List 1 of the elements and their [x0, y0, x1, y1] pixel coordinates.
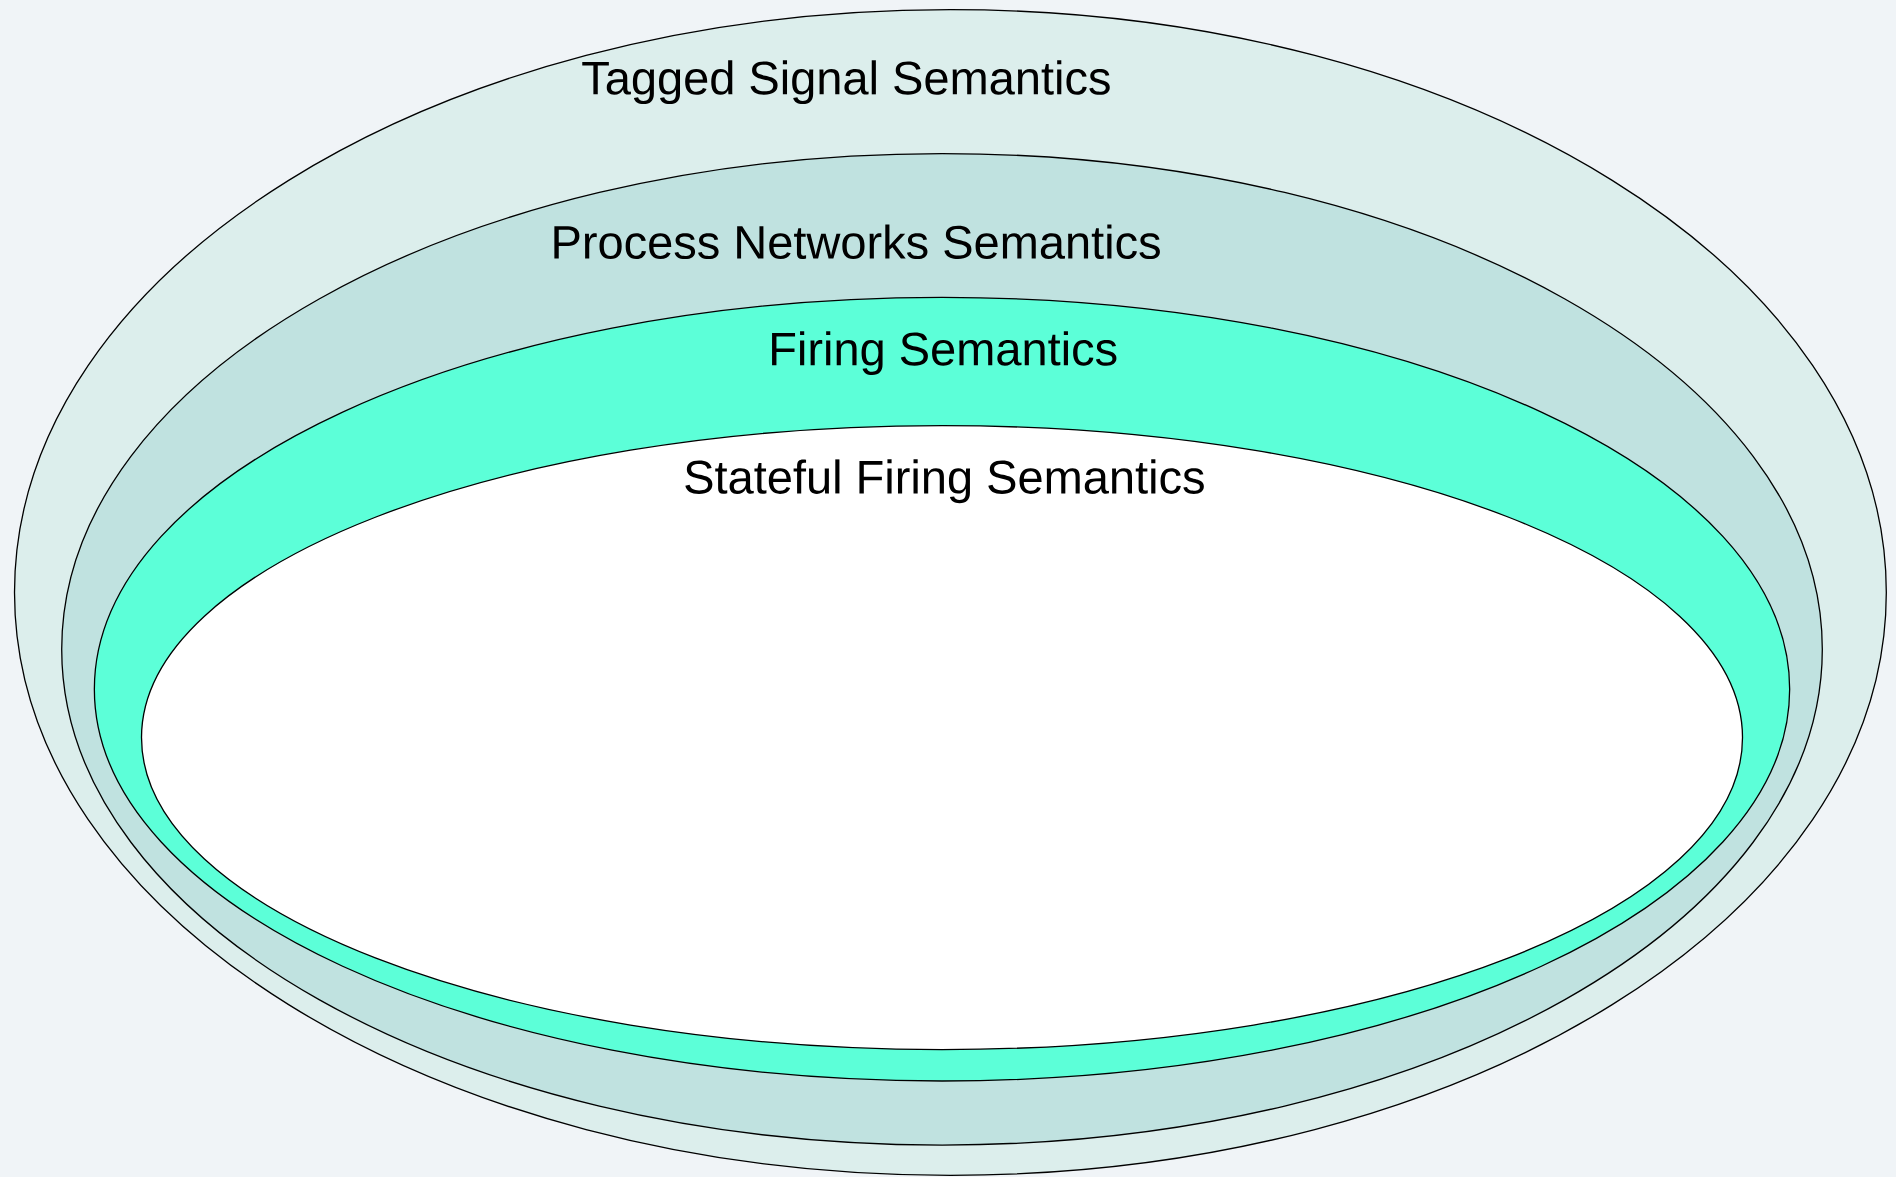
- ellipse-region: Stateful Firing Semantics: [140, 425, 1744, 1051]
